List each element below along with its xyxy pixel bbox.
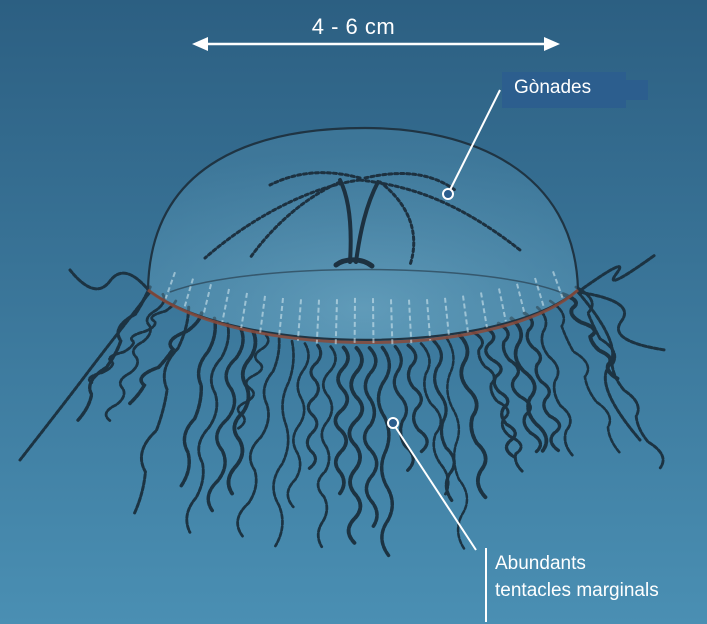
tentacles-label-line2: tentacles marginals (495, 580, 659, 602)
gonads-label: Gònades (514, 77, 591, 99)
tentacles-label-line1: Abundants (495, 553, 586, 575)
size-label: 4 - 6 cm (0, 14, 707, 40)
